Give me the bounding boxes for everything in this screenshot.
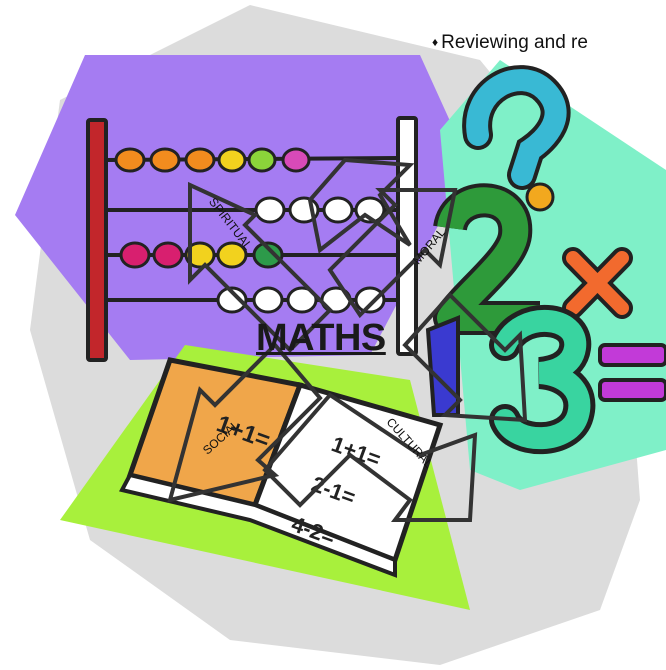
cultural-arrow-outline-2 (262, 392, 478, 522)
diamond-bullet-icon: ♦ (432, 35, 439, 49)
spiritual-arrow-outline (188, 181, 333, 353)
reviewing-bullet-text: ♦Reviewing and re (432, 32, 588, 54)
moral-arrow-outline (327, 188, 458, 319)
maths-title: MATHS (256, 317, 386, 359)
moral-arrow-outline-2 (307, 157, 415, 254)
cultural-arrow-outline (402, 292, 528, 423)
equals-sign-icon (598, 343, 666, 402)
reviewing-text: Reviewing and re (441, 32, 588, 53)
question-mark-icon (462, 65, 571, 212)
smsc-arrows (167, 157, 528, 522)
number-three-icon (489, 305, 596, 455)
number-two-icon (433, 183, 540, 335)
multiply-sign-icon (562, 247, 633, 319)
social-arrow-outline (167, 342, 323, 503)
number-one-icon (425, 315, 460, 417)
